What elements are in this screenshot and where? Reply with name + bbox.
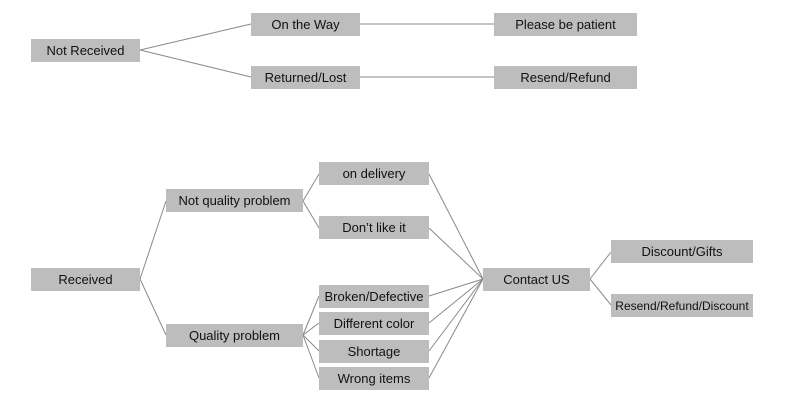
edge-contact-resend-refund-discount [589, 278, 612, 306]
node-dont-like-it: Don’t like it [319, 216, 429, 239]
edge-not-quality-dont-like [302, 200, 320, 229]
edge-contact-discount-gifts [589, 251, 612, 280]
edge-quality-broken [302, 295, 320, 336]
edge-shortage-contact [428, 278, 484, 352]
edge-received-quality [139, 278, 167, 336]
node-on-delivery: on delivery [319, 162, 429, 185]
edge-quality-wrong-items [302, 334, 320, 379]
node-resend-refund: Resend/Refund [494, 66, 637, 89]
node-broken-defective: Broken/Defective [319, 285, 429, 308]
edge-dont-like-contact [428, 227, 484, 280]
node-returned-lost: Returned/Lost [251, 66, 360, 89]
edge-quality-shortage [302, 334, 320, 352]
node-wrong-items: Wrong items [319, 367, 429, 390]
node-received: Received [31, 268, 140, 291]
node-contact-us: Contact US [483, 268, 590, 291]
node-resend-refund-discount: Resend/Refund/Discount [611, 294, 753, 317]
node-not-received: Not Received [31, 39, 140, 62]
edge-not-received-on-the-way [139, 23, 252, 51]
edge-not-received-returned-lost [139, 49, 252, 78]
edge-wrong-items-contact [428, 278, 484, 379]
node-different-color: Different color [319, 312, 429, 335]
node-quality-problem: Quality problem [166, 324, 303, 347]
edge-quality-different-color [302, 322, 320, 336]
node-please-be-patient: Please be patient [494, 13, 637, 36]
node-discount-gifts: Discount/Gifts [611, 240, 753, 263]
edge-received-not-quality [139, 200, 167, 280]
node-shortage: Shortage [319, 340, 429, 363]
edge-broken-contact [428, 278, 484, 297]
edge-not-quality-on-delivery [302, 173, 320, 202]
node-not-quality-problem: Not quality problem [166, 189, 303, 212]
edge-on-delivery-contact [428, 173, 484, 280]
node-on-the-way: On the Way [251, 13, 360, 36]
edge-different-color-contact [428, 278, 484, 324]
